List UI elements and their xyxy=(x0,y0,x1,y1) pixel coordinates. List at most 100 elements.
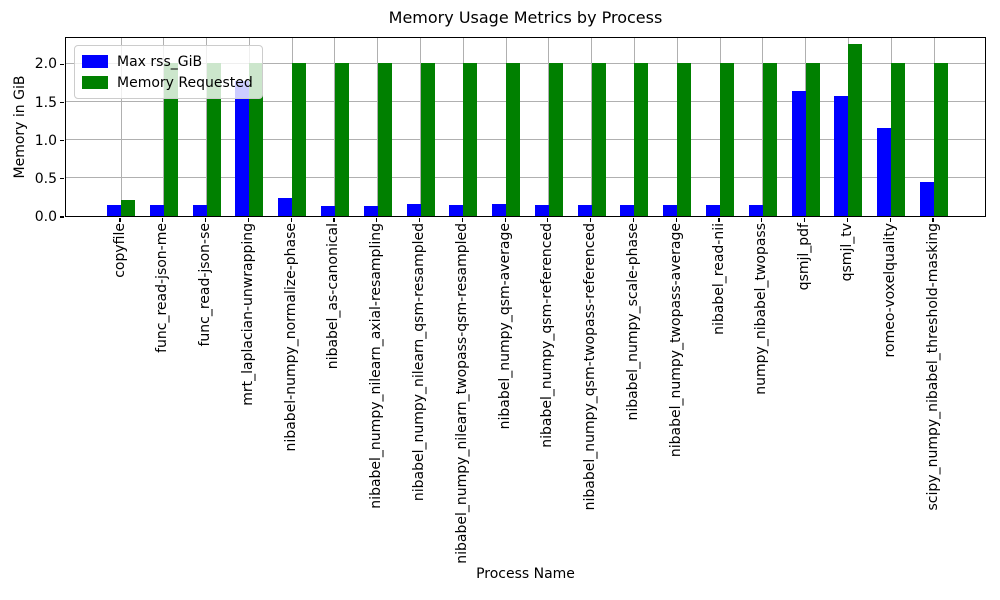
y-gridline xyxy=(66,101,985,103)
x-tick-mark xyxy=(418,217,421,222)
x-tick-mark xyxy=(461,217,463,222)
x-tick-label: nibabel_as-canonical xyxy=(325,223,342,370)
y-tick-mark xyxy=(60,63,64,66)
x-tick-mark xyxy=(290,217,292,222)
legend-item: Max rss_GiB xyxy=(82,51,253,72)
bar-memory-requested xyxy=(634,63,649,216)
bar-max-rss xyxy=(235,81,250,216)
bar-max-rss xyxy=(406,203,421,216)
bar-memory-requested xyxy=(934,63,948,216)
legend-label: Max rss_GiB xyxy=(117,53,203,70)
bar-memory-requested xyxy=(677,63,692,216)
x-tick-label: nibabel_numpy_qsm-referenced xyxy=(539,223,556,448)
x-tick-label: nibabel_numpy_scale-phase xyxy=(624,223,641,421)
bar-max-rss xyxy=(577,204,592,216)
legend: Max rss_GiB Memory Requested xyxy=(74,45,263,99)
legend-swatch-max-rss xyxy=(82,55,108,68)
x-tick-mark xyxy=(590,217,592,222)
plot-area xyxy=(65,37,986,217)
bar-max-rss xyxy=(107,204,121,216)
bar-max-rss xyxy=(363,206,378,216)
bar-memory-requested xyxy=(463,63,478,216)
bar-memory-requested xyxy=(121,199,135,216)
bar-max-rss xyxy=(620,205,635,216)
x-tick-label: qsmjl_tv xyxy=(838,223,855,282)
bar-memory-requested xyxy=(292,63,307,216)
bar-memory-requested xyxy=(377,63,392,216)
x-tick-label: nibabel_numpy_qsm-average xyxy=(496,223,513,430)
x-tick-label: func_read-json-se xyxy=(197,223,214,347)
bar-max-rss xyxy=(791,90,806,216)
x-tick-label: nibabel_numpy_nilearn_twopass-qsm-resamp… xyxy=(453,223,470,564)
x-tick-mark xyxy=(804,217,806,222)
y-tick-mark xyxy=(60,101,64,104)
y-tick-label: 1.0 xyxy=(34,132,57,149)
bar-memory-requested xyxy=(420,63,435,216)
x-tick-mark xyxy=(846,217,848,222)
bar-max-rss xyxy=(920,181,934,216)
x-tick-mark xyxy=(718,217,720,222)
y-tick-label: 0.0 xyxy=(34,209,57,225)
x-tick-mark xyxy=(547,217,549,222)
x-tick-mark xyxy=(761,217,763,222)
x-tick-mark xyxy=(333,217,335,222)
bar-max-rss xyxy=(320,206,335,216)
bar-max-rss xyxy=(877,128,892,216)
bar-memory-requested xyxy=(548,63,563,216)
bar-memory-requested xyxy=(848,44,863,216)
x-tick-label: nibabel_numpy_qsm-twopass-referenced xyxy=(582,223,599,511)
y-gridline xyxy=(66,62,985,64)
x-tick-mark xyxy=(247,217,249,222)
x-gridline xyxy=(120,38,122,216)
x-tick-label: romeo-voxelquality xyxy=(881,223,898,358)
bar-max-rss xyxy=(492,203,507,216)
bar-memory-requested xyxy=(720,63,735,216)
bar-memory-requested xyxy=(506,63,521,216)
x-tick-mark xyxy=(932,217,934,222)
bar-max-rss xyxy=(449,204,464,216)
bar-memory-requested xyxy=(591,63,606,216)
y-tick-mark xyxy=(60,140,64,142)
x-tick-label: nibabel_read-nii xyxy=(710,223,727,335)
x-tick-mark xyxy=(889,217,891,222)
bar-max-rss xyxy=(834,96,849,216)
bar-memory-requested xyxy=(249,63,264,216)
bar-max-rss xyxy=(706,205,721,216)
bar-max-rss xyxy=(149,205,164,216)
x-tick-label: mrt_laplacian-unwrapping xyxy=(239,223,256,406)
legend-swatch-memory-requested xyxy=(82,76,108,89)
y-tick-mark xyxy=(60,178,64,180)
x-tick-mark xyxy=(632,217,635,222)
x-tick-mark xyxy=(204,217,207,222)
legend-item: Memory Requested xyxy=(82,72,253,93)
x-tick-label: copyfile xyxy=(111,223,128,278)
x-tick-mark xyxy=(675,217,677,222)
y-tick-mark xyxy=(60,216,64,218)
y-axis-label: Memory in GiB xyxy=(12,75,28,179)
x-tick-label: nibabel-numpy_normalize-phase xyxy=(282,223,299,452)
y-tick-label: 2.0 xyxy=(34,56,57,73)
y-gridline xyxy=(66,177,985,179)
bar-memory-requested xyxy=(334,63,349,216)
bar-max-rss xyxy=(192,205,207,216)
y-gridline xyxy=(66,139,985,141)
x-tick-label: scipy_numpy_nibabel_threshold-masking xyxy=(924,223,941,511)
x-tick-mark xyxy=(504,217,506,222)
bar-memory-requested xyxy=(805,63,820,216)
x-axis-label: Process Name xyxy=(476,566,575,582)
bar-memory-requested xyxy=(206,63,221,216)
bar-memory-requested xyxy=(762,63,777,216)
bar-max-rss xyxy=(534,205,549,216)
y-tick-label: 1.5 xyxy=(34,94,57,111)
x-tick-mark xyxy=(119,217,121,222)
x-tick-label: nibabel_numpy_twopass-average xyxy=(667,223,684,458)
bar-max-rss xyxy=(663,204,678,216)
bar-max-rss xyxy=(278,197,293,216)
bar-memory-requested xyxy=(891,63,906,216)
x-tick-label: nibabel_numpy_nilearn_axial-resampling xyxy=(368,223,385,509)
chart-title: Memory Usage Metrics by Process xyxy=(388,8,663,27)
legend-label: Memory Requested xyxy=(117,74,253,91)
x-tick-mark xyxy=(376,217,378,222)
x-tick-label: qsmjl_pdf xyxy=(796,223,813,291)
